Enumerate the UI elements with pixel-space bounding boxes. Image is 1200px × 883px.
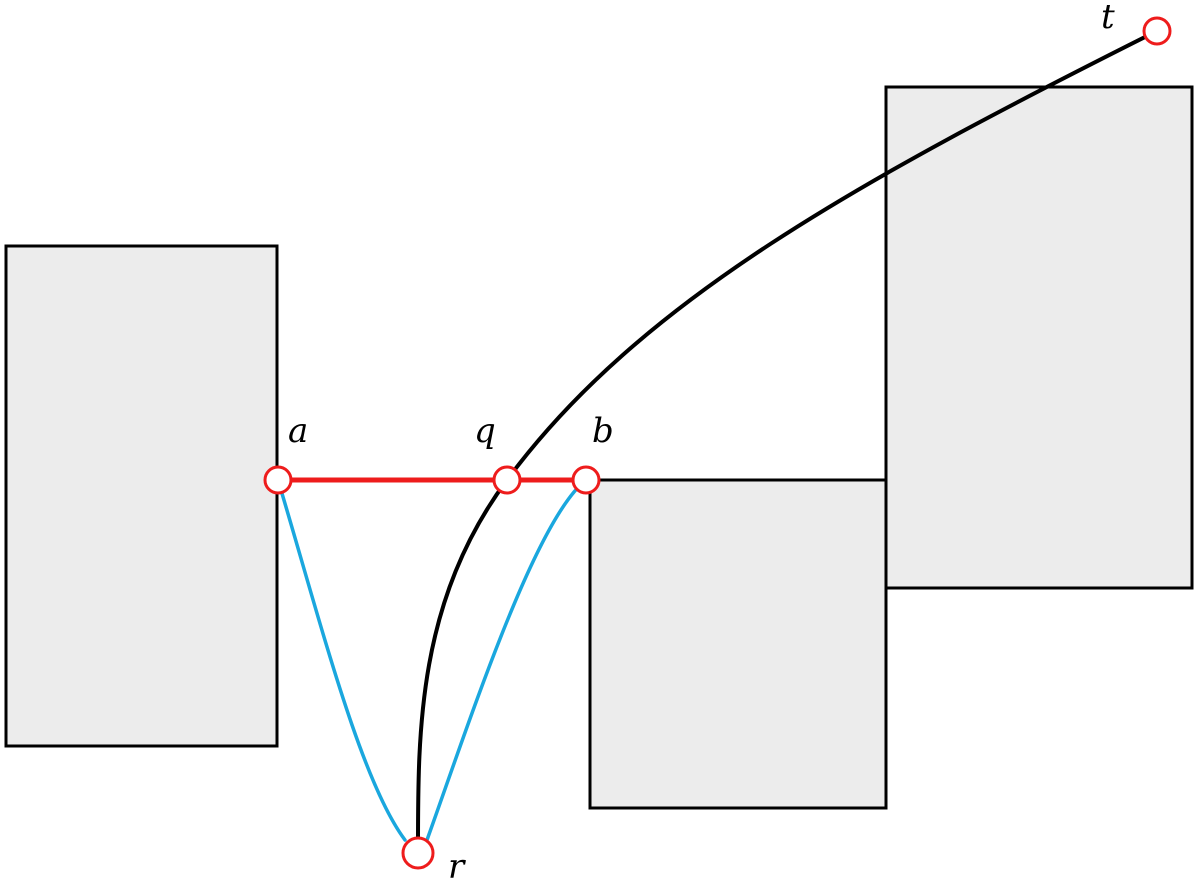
node-q (492, 465, 522, 495)
node-t (1142, 16, 1172, 46)
obstacle-bottom-middle (588, 478, 888, 810)
label-a: a (288, 411, 308, 451)
curve-r-to-t (416, 29, 1159, 848)
node-a (263, 465, 293, 495)
curve-a-to-r (276, 478, 407, 842)
label-t: t (1101, 0, 1115, 37)
obstacle-left (4, 244, 279, 748)
node-b (571, 465, 601, 495)
label-q: q (474, 411, 496, 451)
label-r: r (448, 847, 466, 883)
node-r (401, 836, 435, 870)
obstacle-top-right (884, 85, 1194, 590)
curve-b-to-r (425, 478, 588, 842)
label-b: b (592, 411, 614, 451)
